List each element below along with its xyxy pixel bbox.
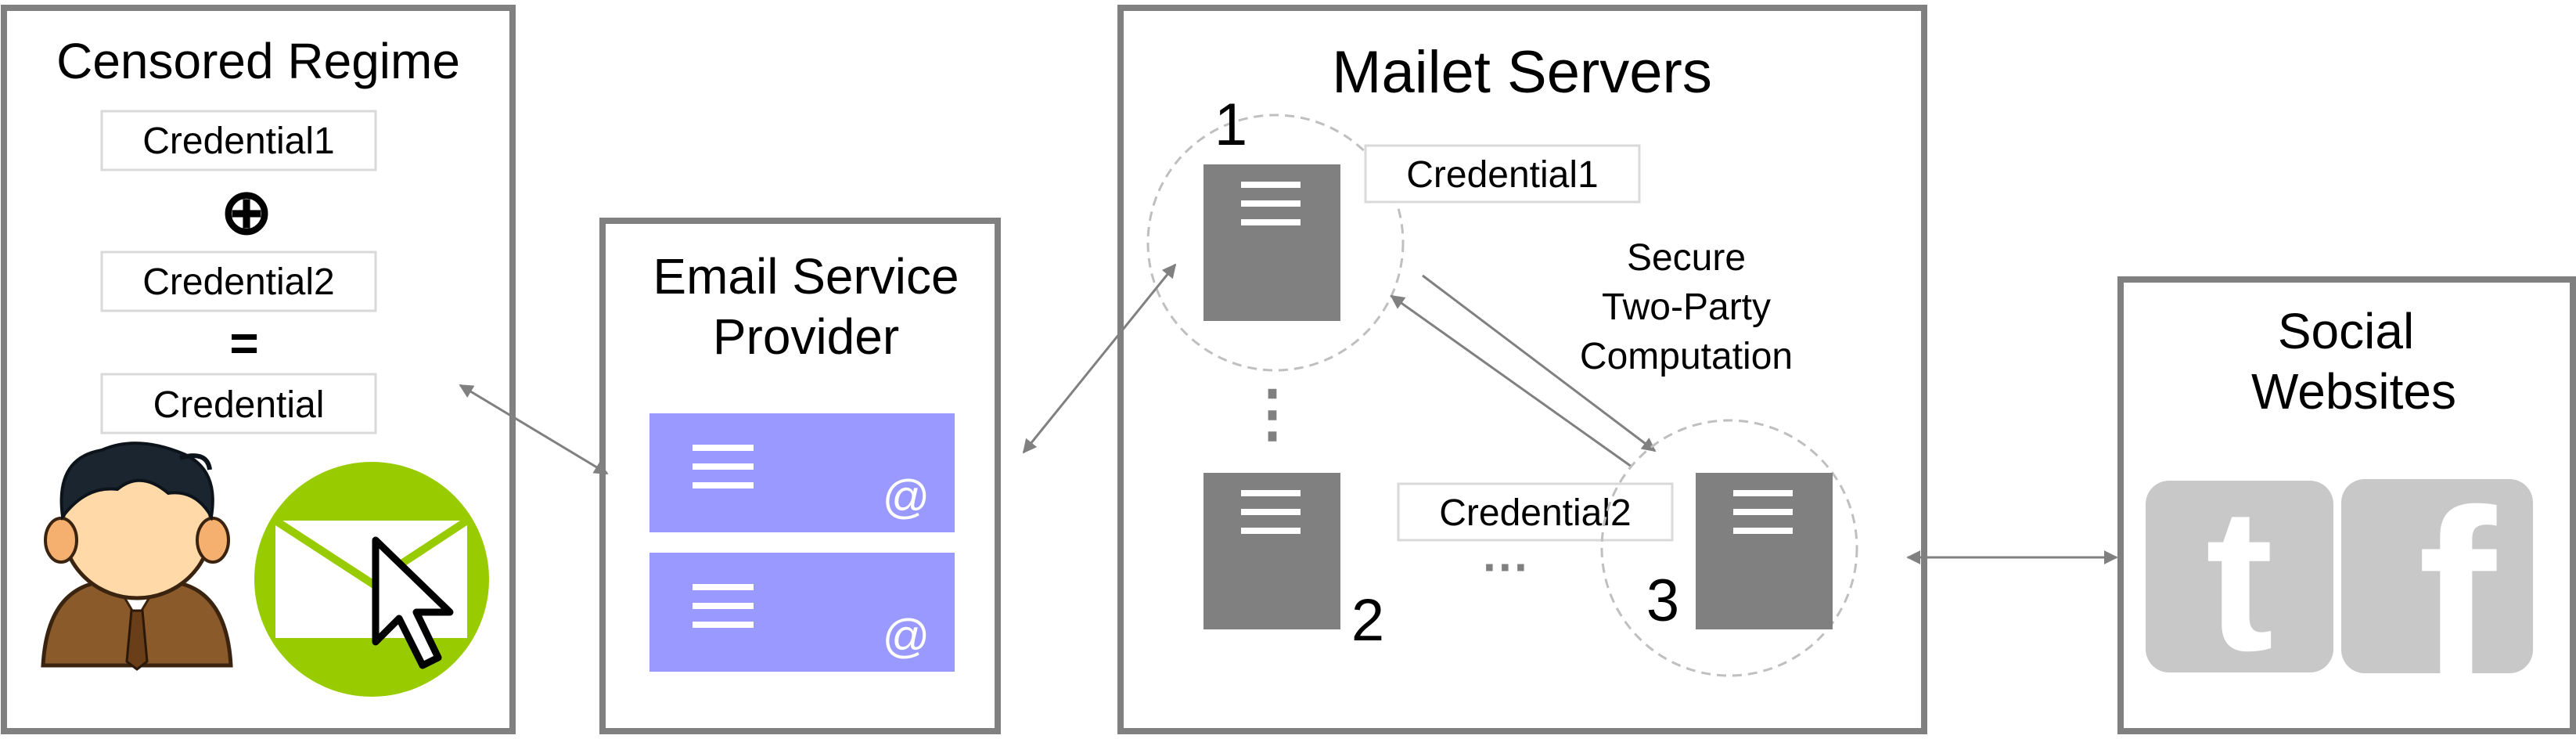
mail-server-1: @ <box>649 413 955 532</box>
protocol-arrow-to-server-1 <box>1390 294 1632 468</box>
credential-result-box <box>100 373 377 434</box>
twitter-icon-tile <box>2146 481 2333 672</box>
facebook-icon-tile <box>2341 479 2533 673</box>
mail-server-1-body <box>649 413 955 532</box>
vertical-ellipsis: ⋮ <box>1241 378 1304 448</box>
mail-server-1-line <box>693 463 754 470</box>
twitter-icon: t <box>2146 467 2333 694</box>
facebook-glyph: f <box>2418 460 2499 723</box>
mail-server-2-line <box>693 603 754 609</box>
arrow-provider-to-mailet <box>1022 263 1177 454</box>
social-websites-panel: Social Websites t f <box>2117 276 2576 734</box>
protocol-label-line2: Two-Party <box>1602 287 1771 328</box>
server-2-icon <box>1203 473 1340 629</box>
server-1-credential-label: Credential1 <box>1406 154 1598 196</box>
at-icon: @ <box>883 470 930 523</box>
mailet-servers-title: Mailet Servers <box>1332 39 1712 106</box>
xor-symbol: ⊕ <box>220 177 272 247</box>
server-1-credential-box <box>1364 144 1641 204</box>
credential2-box <box>100 251 377 312</box>
mailet-servers-panel: Mailet Servers 1 Credential1 ⋮ 2 Secure … <box>1117 5 1927 734</box>
social-websites-title-line2: Websites <box>2251 363 2456 420</box>
horizontal-ellipsis: ··· <box>1483 541 1530 593</box>
mail-server-1-line <box>693 482 754 488</box>
mail-server-2-line <box>693 622 754 628</box>
server-3-icon <box>1696 473 1833 629</box>
mouse-cursor-icon <box>372 536 454 669</box>
mail-server-2-line <box>693 584 754 590</box>
social-websites-title-line1: Social <box>2278 303 2414 359</box>
twitter-glyph: t <box>2206 467 2274 694</box>
protocol-label-line3: Computation <box>1580 336 1793 377</box>
credential2-label: Credential2 <box>142 261 334 303</box>
protocol-arrow-to-server-3 <box>1422 274 1657 452</box>
user-avatar-icon <box>41 442 233 671</box>
server-3-credential-label: Credential2 <box>1439 492 1631 534</box>
credential1-box <box>100 110 377 171</box>
email-provider-panel: Email Service Provider @ @ <box>599 218 1001 734</box>
email-icon <box>254 462 489 697</box>
mail-server-2: @ <box>649 553 955 672</box>
server-3-credential-box <box>1397 482 1674 542</box>
server-2-number: 2 <box>1351 587 1384 654</box>
server-3-number: 3 <box>1646 568 1679 634</box>
equals-symbol: = <box>229 315 258 371</box>
email-provider-title-line2: Provider <box>713 308 899 365</box>
protocol-label-line1: Secure <box>1627 237 1746 279</box>
censored-regime-title: Censored Regime <box>56 33 460 89</box>
server-1-number: 1 <box>1214 92 1247 158</box>
server-3-circle <box>1600 419 1858 677</box>
server-1-icon <box>1203 164 1340 321</box>
mail-server-1-line <box>693 445 754 451</box>
server-1-circle <box>1146 114 1405 372</box>
arrow-user-to-provider <box>459 384 609 475</box>
facebook-icon: f <box>2341 460 2533 723</box>
at-icon: @ <box>883 610 930 662</box>
credential-result-label: Credential <box>153 384 325 426</box>
credential1-label: Credential1 <box>142 121 334 162</box>
mail-server-2-body <box>649 553 955 672</box>
censored-regime-panel: Censored Regime Credential1 ⊕ Credential… <box>1 5 516 734</box>
email-provider-title-line1: Email Service <box>653 248 959 305</box>
